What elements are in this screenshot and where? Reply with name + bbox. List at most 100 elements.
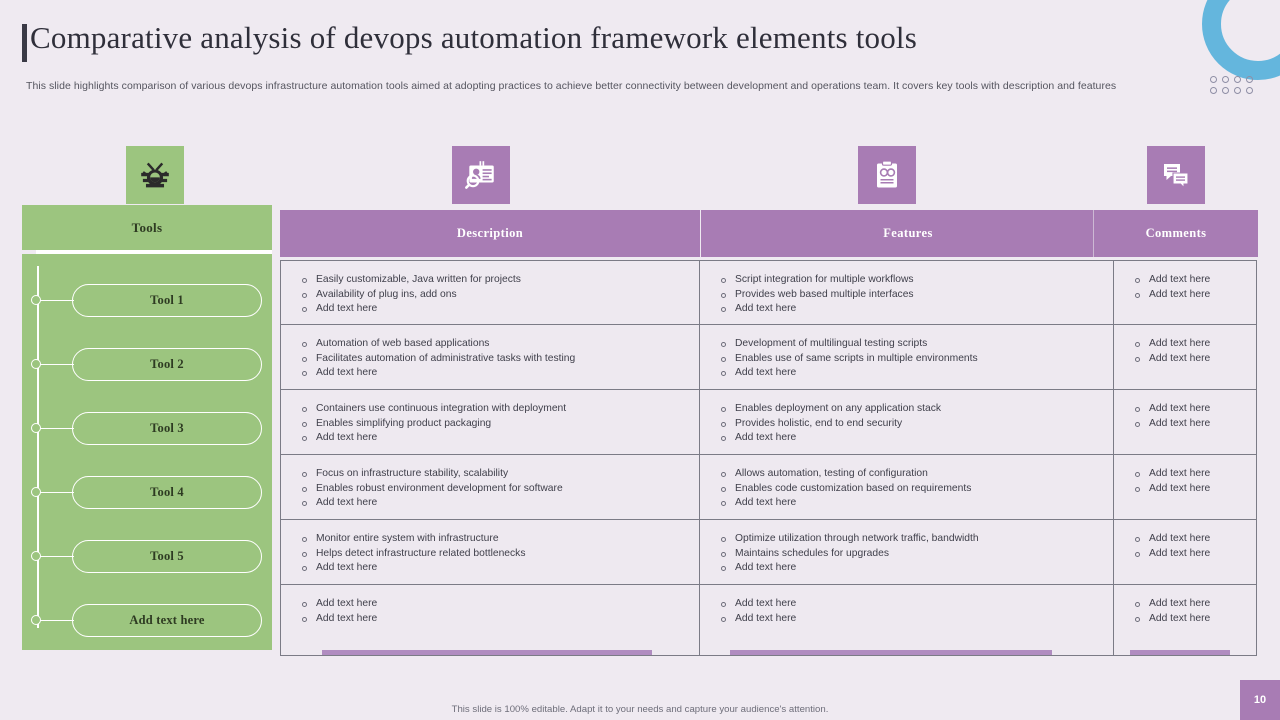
panel-top-divider: [36, 250, 272, 254]
column-header-tools-label: Tools: [131, 219, 163, 235]
tool-pill[interactable]: Tool 5: [72, 540, 262, 573]
bullet-item: Allows automation, testing of configurat…: [710, 467, 1103, 482]
bullet-item: Add text here: [1124, 612, 1246, 627]
bullet-item: Optimize utilization through network tra…: [710, 532, 1103, 547]
column-header-comments-label: Comments: [1145, 226, 1207, 240]
tool-item[interactable]: Tool 1: [28, 284, 268, 317]
cell-features: Script integration for multiple workflow…: [700, 260, 1114, 325]
cell-description: Focus on infrastructure stability, scala…: [280, 455, 700, 520]
bullet-item: Add text here: [710, 496, 1103, 511]
cell-features: Enables deployment on any application st…: [700, 390, 1114, 455]
bullet-item: Add text here: [1124, 482, 1246, 497]
tool-connector-line: [40, 491, 74, 494]
table-row: Monitor entire system with infrastructur…: [280, 520, 1257, 585]
tool-connector-line: [40, 555, 74, 558]
bullet-item: Add text here: [710, 597, 1103, 612]
bullet-item: Development of multilingual testing scri…: [710, 337, 1103, 352]
page-title: Comparative analysis of devops automatio…: [30, 20, 918, 55]
tool-connector-line: [40, 299, 74, 302]
cell-features: Allows automation, testing of configurat…: [700, 455, 1114, 520]
decorative-ring: [1202, 0, 1280, 80]
tool-label: Add text here: [129, 613, 205, 627]
cell-description: Monitor entire system with infrastructur…: [280, 520, 700, 585]
bullet-item: Automation of web based applications: [291, 337, 689, 352]
bullet-item: Enables use of same scripts in multiple …: [710, 352, 1103, 367]
bullet-item: Add text here: [1124, 467, 1246, 482]
gear-tools-icon: [126, 146, 184, 204]
column-header-tools: Tools: [22, 205, 272, 250]
bullet-list: Focus on infrastructure stability, scala…: [291, 467, 689, 511]
page-number: 10: [1253, 694, 1267, 706]
bullet-item: Add text here: [291, 612, 689, 627]
bullet-item: Facilitates automation of administrative…: [291, 352, 689, 367]
tool-pill[interactable]: Add text here: [72, 604, 262, 637]
tool-item[interactable]: Tool 5: [28, 540, 268, 573]
tool-connector-line: [40, 427, 74, 430]
bullet-list: Script integration for multiple workflow…: [710, 273, 1103, 317]
tool-item[interactable]: Tool 2: [28, 348, 268, 381]
cell-features: Development of multilingual testing scri…: [700, 325, 1114, 390]
bullet-item: Add text here: [710, 302, 1103, 317]
bullet-item: Add text here: [1124, 288, 1246, 303]
bullet-list: Development of multilingual testing scri…: [710, 337, 1103, 381]
decorative-dot-grid: [1210, 76, 1258, 98]
bullet-item: Add text here: [1124, 597, 1246, 612]
bullet-item: Enables code customization based on requ…: [710, 482, 1103, 497]
bullet-item: Add text here: [291, 366, 689, 381]
table-body: Easily customizable, Java written for pr…: [280, 260, 1257, 656]
bullet-list: Optimize utilization through network tra…: [710, 532, 1103, 576]
clipboard-icon: [858, 146, 916, 204]
bullet-item: Add text here: [710, 612, 1103, 627]
bullet-item: Enables deployment on any application st…: [710, 402, 1103, 417]
tool-pill[interactable]: Tool 1: [72, 284, 262, 317]
tools-tree-line: [37, 266, 39, 628]
bullet-item: Add text here: [291, 597, 689, 612]
id-badge-icon: [452, 146, 510, 204]
bullet-item: Add text here: [710, 431, 1103, 446]
footer-note: This slide is 100% editable. Adapt it to…: [451, 704, 829, 715]
page-number-badge: 10: [1240, 680, 1280, 720]
bullet-item: Provides holistic, end to end security: [710, 417, 1103, 432]
cell-features: Optimize utilization through network tra…: [700, 520, 1114, 585]
column-header-description-label: Description: [456, 226, 524, 240]
column-header-comments: Comments: [1093, 210, 1258, 257]
comparison-table: Tools Description Features Comments Tool…: [22, 205, 1258, 656]
tool-pill[interactable]: Tool 2: [72, 348, 262, 381]
bullet-item: Containers use continuous integration wi…: [291, 402, 689, 417]
tool-item[interactable]: Add text here: [28, 604, 268, 637]
bullet-item: Add text here: [1124, 273, 1246, 288]
bullet-item: Add text here: [1124, 352, 1246, 367]
bullet-item: Monitor entire system with infrastructur…: [291, 532, 689, 547]
tool-label: Tool 3: [150, 421, 184, 435]
tools-panel: Tool 1 Tool 2 Tool 3 Tool 4 Tool 5 Add text h…: [22, 250, 272, 650]
tool-connector-line: [40, 619, 74, 622]
accent-bar-description: [322, 650, 652, 655]
tool-item[interactable]: Tool 4: [28, 476, 268, 509]
tool-label: Tool 4: [150, 485, 184, 499]
tool-pill[interactable]: Tool 3: [72, 412, 262, 445]
table-row: Focus on infrastructure stability, scala…: [280, 455, 1257, 520]
column-header-description: Description: [280, 210, 700, 257]
tool-label: Tool 5: [150, 549, 184, 563]
accent-bar-comments: [1130, 650, 1230, 655]
tool-item[interactable]: Tool 3: [28, 412, 268, 445]
chat-bubbles-icon: [1147, 146, 1205, 204]
bullet-item: Script integration for multiple workflow…: [710, 273, 1103, 288]
bullet-item: Add text here: [1124, 532, 1246, 547]
bullet-item: Add text here: [710, 561, 1103, 576]
accent-bar-features: [730, 650, 1052, 655]
bullet-list: Enables deployment on any application st…: [710, 402, 1103, 446]
tool-pill[interactable]: Tool 4: [72, 476, 262, 509]
bullet-item: Add text here: [1124, 417, 1246, 432]
